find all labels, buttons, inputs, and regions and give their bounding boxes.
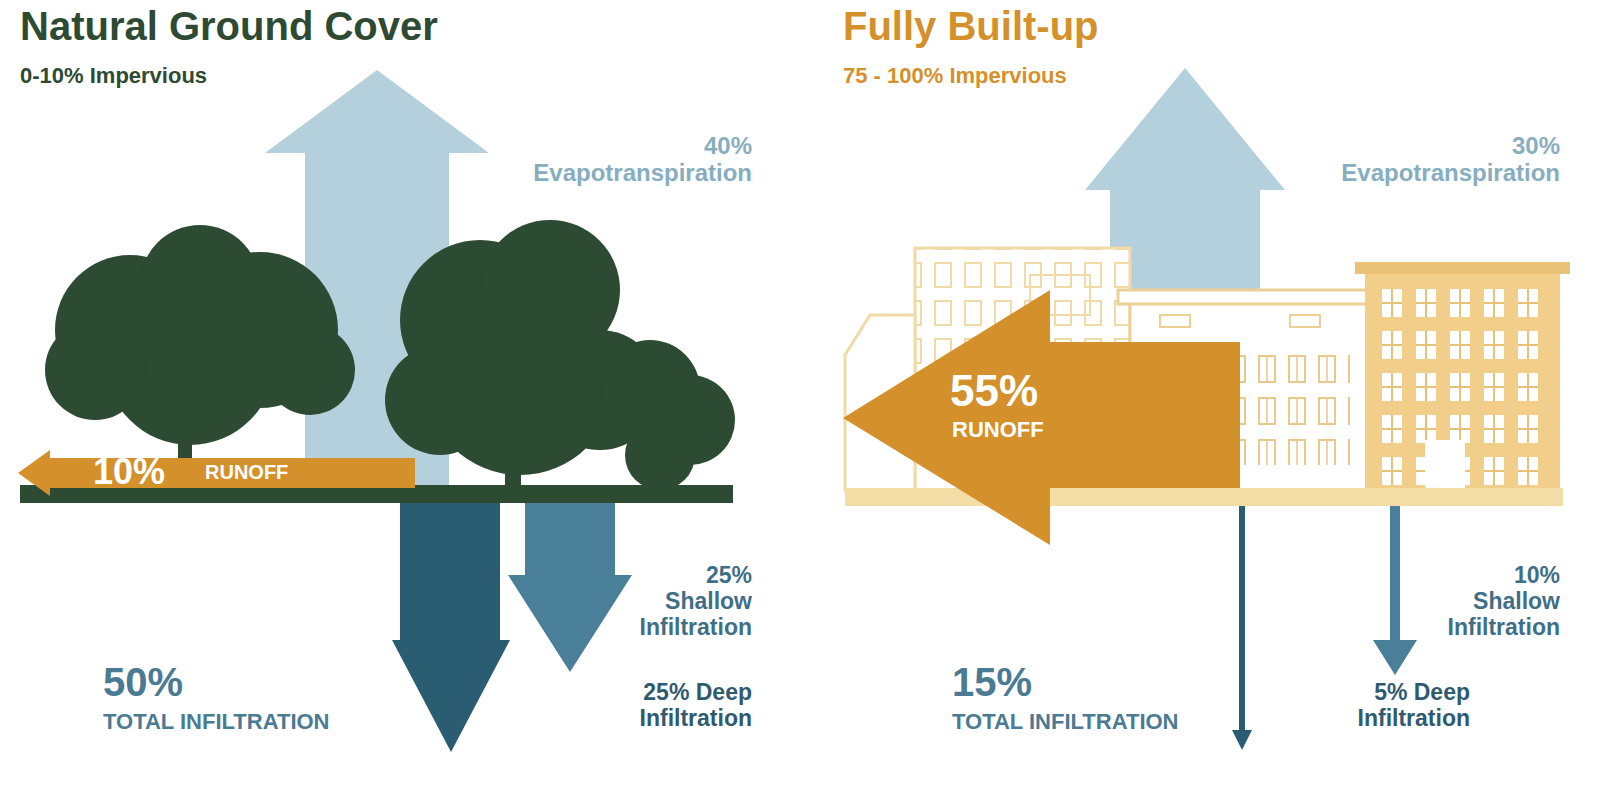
label-slot: 5% Deep Infiltration — [1358, 680, 1470, 732]
label-slot: RUNOFF — [205, 461, 288, 483]
runoff-arrow — [18, 450, 415, 496]
flow-label: TOTAL INFILTRATION — [952, 710, 1179, 735]
ground-line — [845, 488, 1563, 506]
flow-label: 5% Deep Infiltration — [1358, 680, 1470, 732]
label-slot: 50% — [103, 660, 183, 705]
label-slot: TOTAL INFILTRATION — [103, 710, 330, 735]
percent-value: 50% — [103, 660, 183, 705]
label-slot: 10% — [93, 452, 165, 492]
label-slot: TOTAL INFILTRATION — [952, 710, 1179, 735]
label-slot: 25% Shallow Infiltration — [640, 563, 752, 640]
label-slot: Fully Built-up — [843, 4, 1099, 49]
infiltration-arrow — [508, 503, 632, 672]
panel-title: Fully Built-up — [843, 4, 1099, 49]
flow-label: 25% Shallow Infiltration — [640, 563, 752, 640]
flow-label: 40% Evapotranspiration — [533, 133, 752, 187]
flow-label: RUNOFF — [205, 461, 288, 483]
label-slot: 15% — [952, 660, 1032, 705]
label-slot: Natural Ground Cover — [20, 4, 438, 49]
label-slot: 55% — [950, 366, 1038, 415]
percent-value: 55% — [950, 366, 1038, 415]
percent-value: 10% — [93, 452, 165, 492]
infiltration-arrow — [1373, 506, 1417, 675]
flow-label: RUNOFF — [952, 418, 1044, 443]
infiltration-arrow — [392, 503, 510, 752]
flow-label: TOTAL INFILTRATION — [103, 710, 330, 735]
flow-label: 30% Evapotranspiration — [1341, 133, 1560, 187]
label-slot: 40% Evapotranspiration — [533, 133, 752, 187]
infiltration-arrow — [1232, 506, 1252, 750]
panel-title: Natural Ground Cover — [20, 4, 438, 49]
flow-label: 25% Deep Infiltration — [640, 680, 752, 732]
label-slot: RUNOFF — [952, 418, 1044, 443]
panel-subtitle: 0-10% Impervious — [20, 64, 207, 89]
label-slot: 10% Shallow Infiltration — [1448, 563, 1560, 640]
label-slot: 30% Evapotranspiration — [1341, 133, 1560, 187]
runoff-arrow — [843, 290, 1240, 545]
trees — [45, 220, 735, 490]
panel-subtitle: 75 - 100% Impervious — [843, 64, 1067, 89]
label-slot: 25% Deep Infiltration — [640, 680, 752, 732]
percent-value: 15% — [952, 660, 1032, 705]
label-slot: 75 - 100% Impervious — [843, 64, 1067, 89]
flow-label: 10% Shallow Infiltration — [1448, 563, 1560, 640]
label-slot: 0-10% Impervious — [20, 64, 207, 89]
